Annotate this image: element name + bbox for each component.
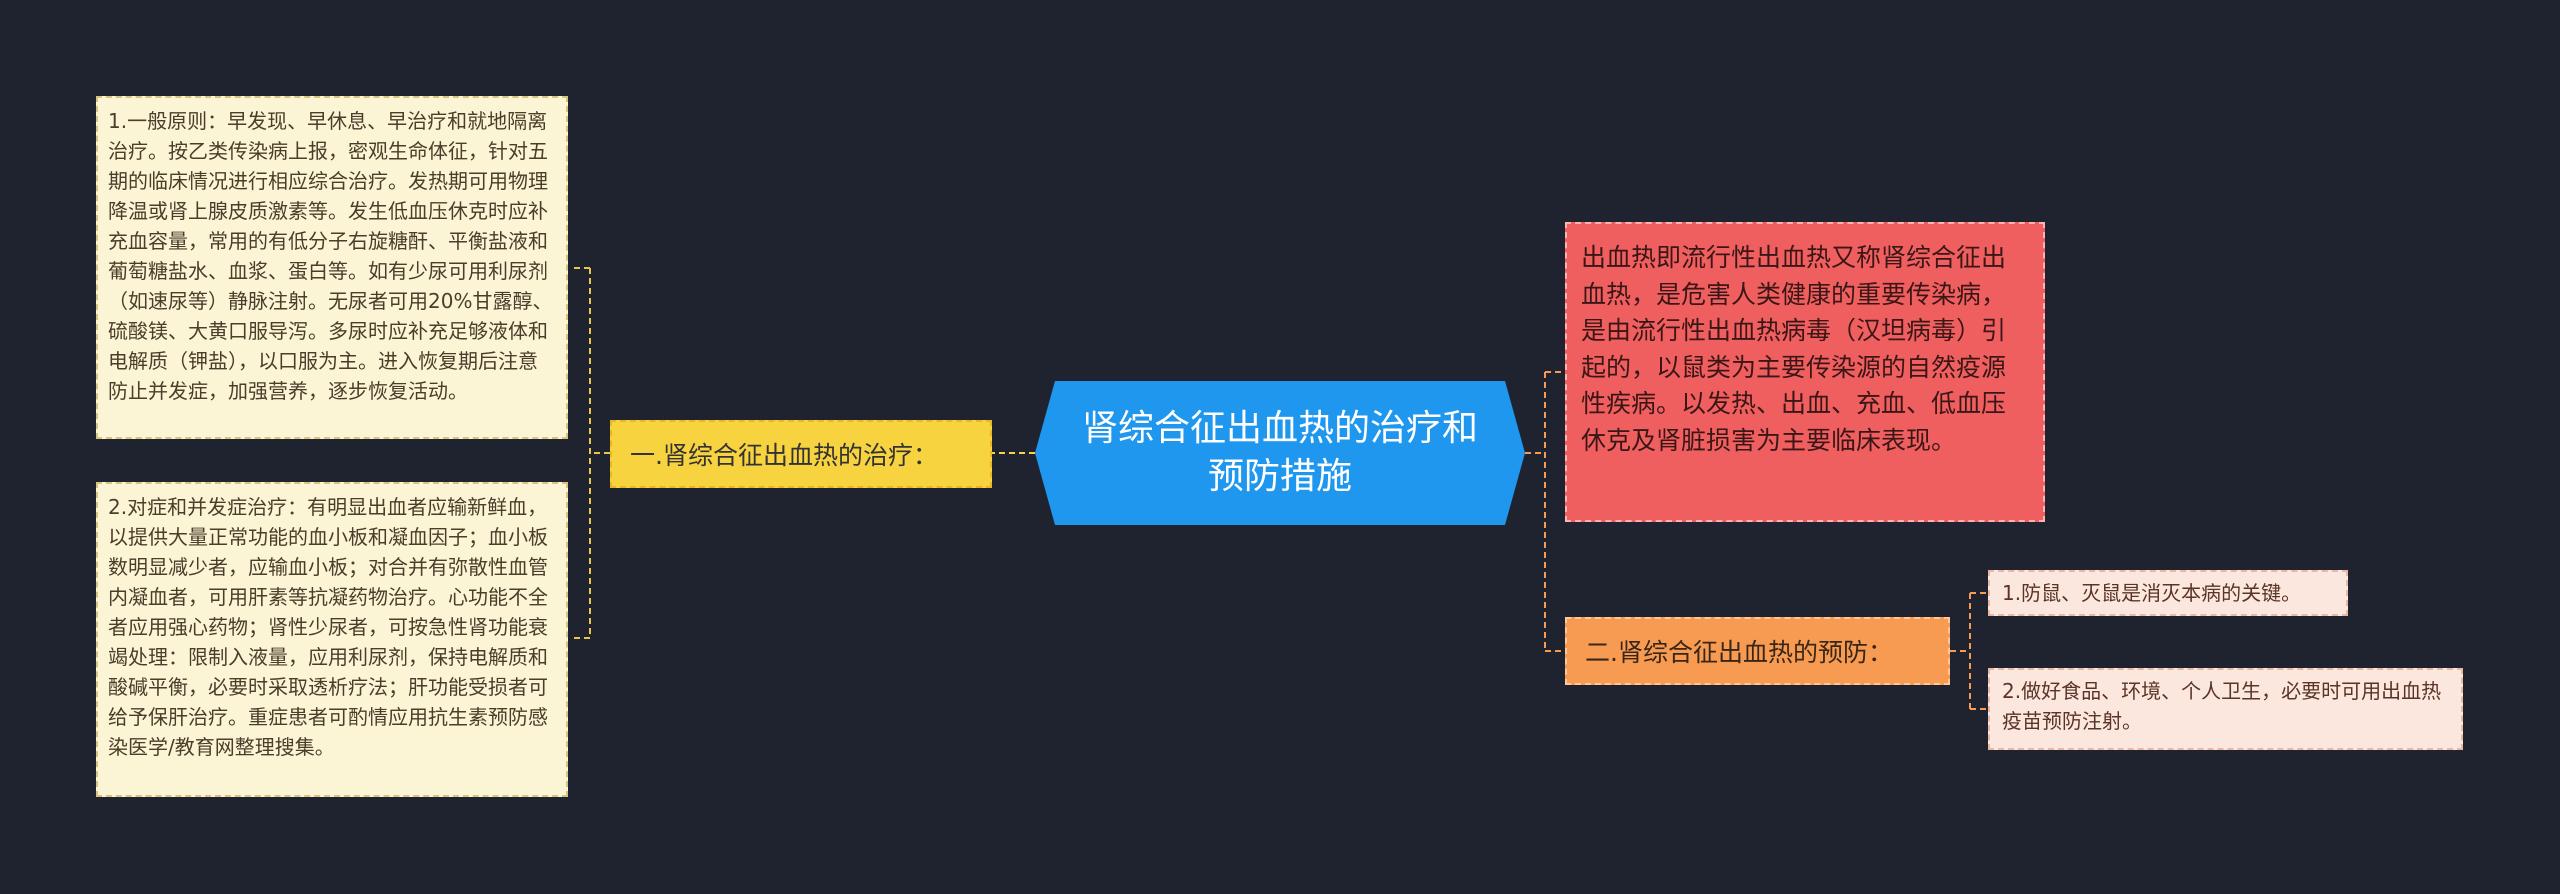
leaf-symptomatic-treatment[interactable]: 2.对症和并发症治疗：有明显出血者应输新鲜血，以提供大量正常功能的血小板和凝血因… [96, 482, 568, 797]
intro-node[interactable]: 出血热即流行性出血热又称肾综合征出血热，是危害人类健康的重要传染病，是由流行性出… [1565, 222, 2045, 522]
central-topic[interactable]: 肾综合征出血热的治疗和预防措施 [1035, 381, 1525, 525]
leaf-hygiene-vaccine[interactable]: 2.做好食品、环境、个人卫生，必要时可用出血热疫苗预防注射。 [1988, 668, 2463, 750]
leaf-general-principles[interactable]: 1.一般原则：早发现、早休息、早治疗和就地隔离治疗。按乙类传染病上报，密观生命体… [96, 96, 568, 439]
leaf-rodent-control[interactable]: 1.防鼠、灭鼠是消灭本病的关键。 [1988, 570, 2348, 616]
connector-center-right [1525, 371, 1565, 652]
intro-node-text: 出血热即流行性出血热又称肾综合征出血热，是危害人类健康的重要传染病，是由流行性出… [1581, 243, 2007, 455]
connector-right-branch-leaves [1950, 592, 1988, 710]
leaf-hygiene-vaccine-text: 2.做好食品、环境、个人卫生，必要时可用出血热疫苗预防注射。 [2002, 679, 2442, 733]
leaf-symptomatic-treatment-text: 2.对症和并发症治疗：有明显出血者应输新鲜血，以提供大量正常功能的血小板和凝血因… [108, 495, 548, 759]
leaf-general-principles-text: 1.一般原则：早发现、早休息、早治疗和就地隔离治疗。按乙类传染病上报，密观生命体… [108, 109, 553, 403]
branch-prevention[interactable]: 二.肾综合征出血热的预防： [1565, 617, 1950, 685]
central-topic-label: 肾综合征出血热的治疗和预防措施 [1081, 408, 1478, 497]
branch-treatment-label: 一.肾综合征出血热的治疗： [630, 441, 938, 470]
connector-left-branch-leaves [570, 267, 610, 639]
leaf-rodent-control-text: 1.防鼠、灭鼠是消灭本病的关键。 [2002, 581, 2302, 605]
branch-treatment[interactable]: 一.肾综合征出血热的治疗： [610, 420, 992, 488]
branch-prevention-label: 二.肾综合征出血热的预防： [1585, 638, 1893, 667]
